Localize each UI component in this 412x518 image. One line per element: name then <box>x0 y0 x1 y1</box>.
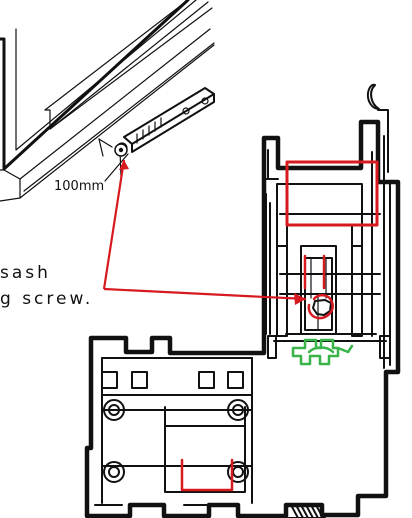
callout-lines <box>102 143 307 305</box>
green-seal <box>291 338 354 366</box>
sash-profile <box>264 83 391 369</box>
dimension-label: 100mm <box>54 179 105 194</box>
hardware-bracket <box>98 87 215 182</box>
caption-line-2: g screw. <box>0 289 94 309</box>
caption-line-1: sash <box>0 263 51 283</box>
bottom-brush-details <box>94 504 326 518</box>
red-highlights <box>180 160 379 492</box>
main-profile-outline <box>84 119 401 518</box>
sash-corner-view <box>0 0 215 202</box>
